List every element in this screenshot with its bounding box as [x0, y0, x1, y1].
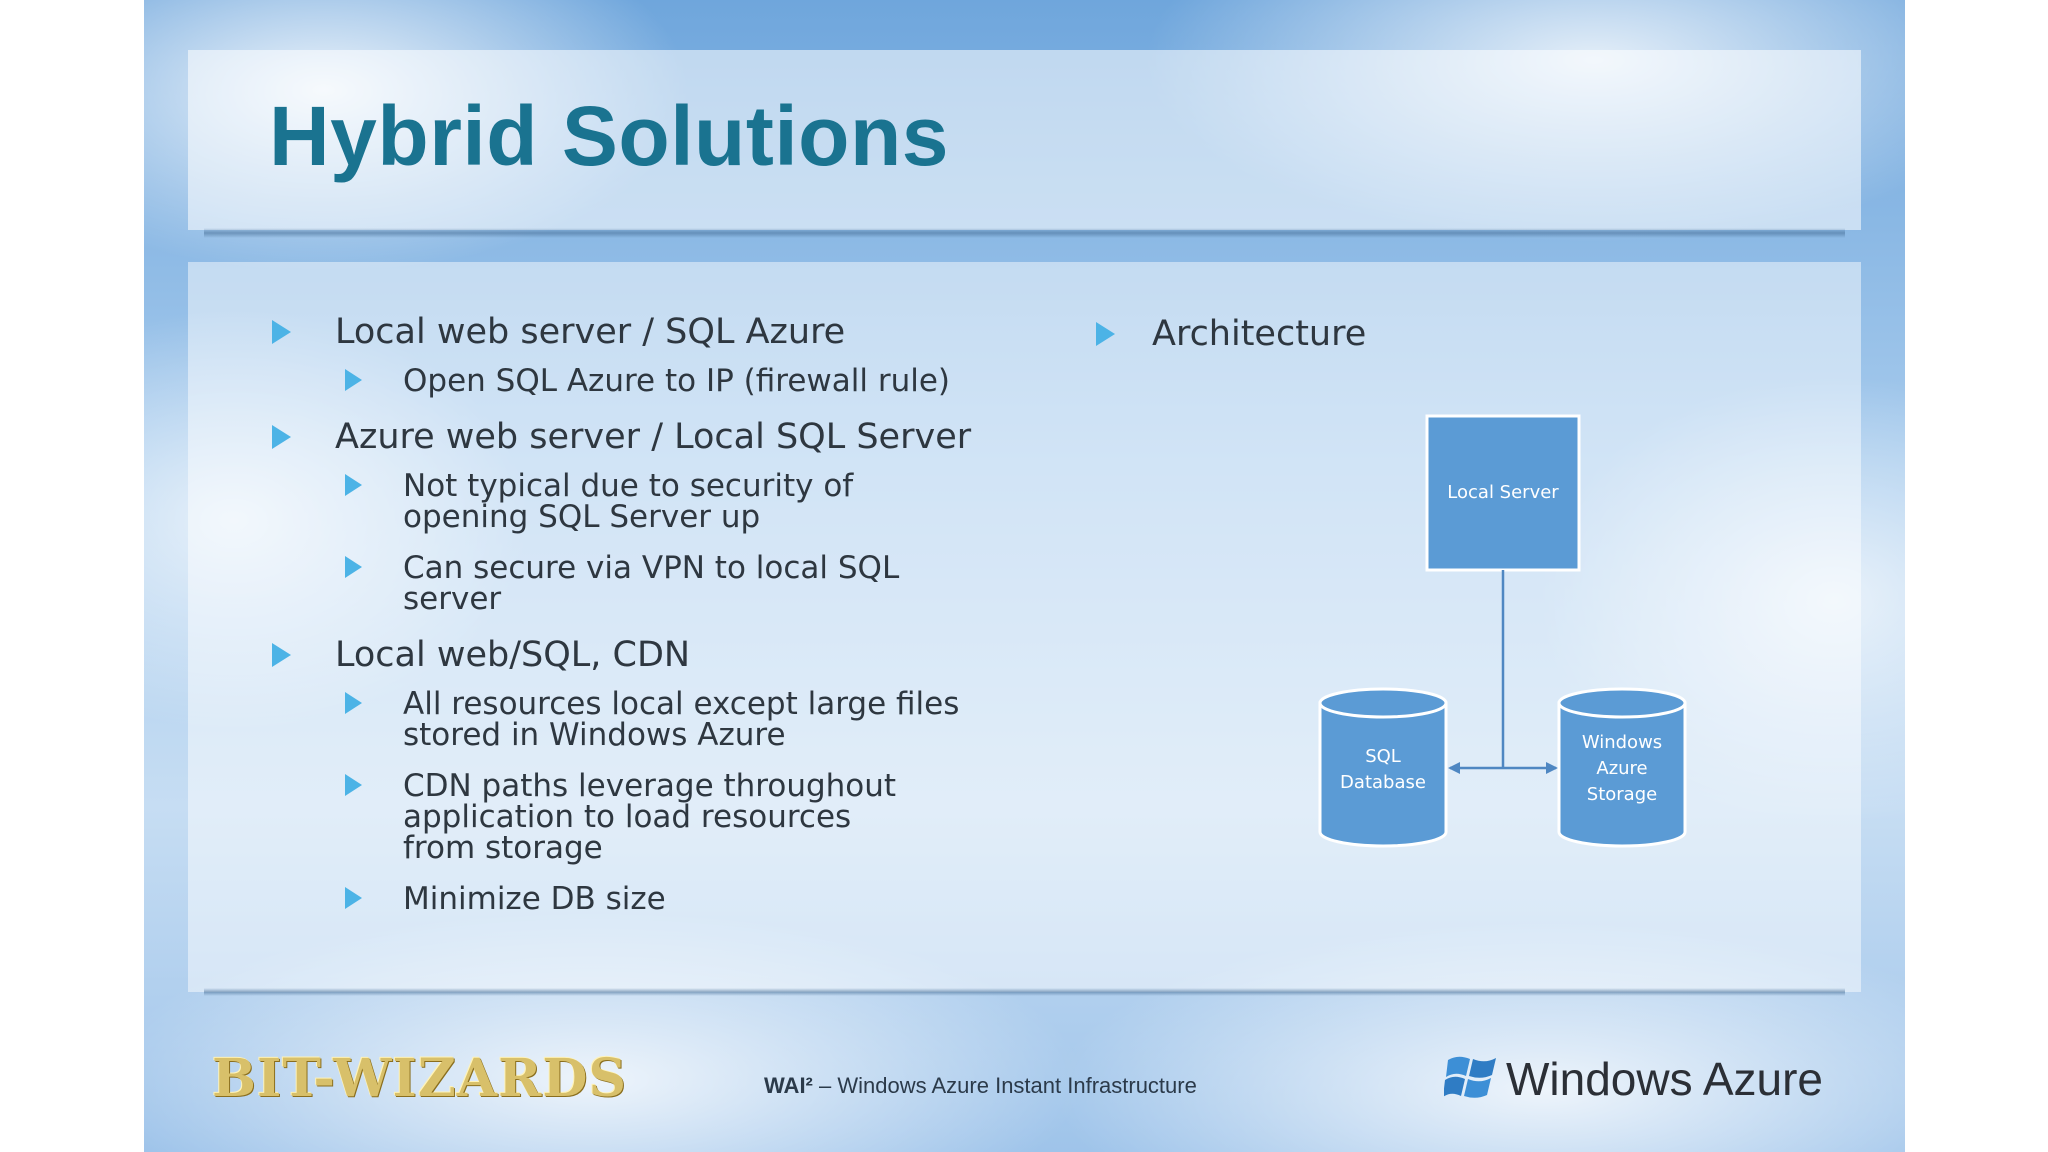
architecture-heading: Architecture	[1096, 314, 1366, 354]
slide: Hybrid Solutions Local web server / SQL …	[144, 0, 1905, 1152]
windows-azure-logo: Windows Azure	[1506, 1053, 1824, 1105]
bullet-item: Local web/SQL, CDN	[268, 635, 1108, 675]
bit-wizards-logo: BIT-WIZARDS	[212, 1048, 627, 1109]
sub-bullet-item: Open SQL Azure to IP (firewall rule)	[268, 366, 1108, 397]
triangle-bullet-icon	[345, 692, 362, 714]
triangle-bullet-icon	[1096, 322, 1115, 346]
triangle-bullet-icon	[345, 887, 362, 909]
sub-bullet-item: All resources local except large files s…	[268, 689, 963, 751]
body-panel	[188, 262, 1861, 992]
triangle-bullet-icon	[272, 320, 291, 344]
title-divider	[204, 228, 1845, 238]
triangle-bullet-icon	[345, 474, 362, 496]
bullet-item: Azure web server / Local SQL Server	[268, 417, 1108, 457]
bullet-item: Local web server / SQL Azure	[268, 312, 1108, 352]
bullet-list: Local web server / SQL Azure Open SQL Az…	[268, 312, 1108, 935]
footer-tagline: WAI² – Windows Azure Instant Infrastruct…	[764, 1073, 1197, 1098]
sub-bullet-item: Minimize DB size	[268, 884, 1108, 915]
sub-bullet-item: Can secure via VPN to local SQL server	[268, 553, 923, 615]
title-panel	[188, 50, 1861, 230]
sub-bullet-item: Not typical due to security of opening S…	[268, 471, 923, 533]
windows-flag-icon	[1444, 1056, 1496, 1098]
triangle-bullet-icon	[272, 643, 291, 667]
triangle-bullet-icon	[345, 369, 362, 391]
triangle-bullet-icon	[345, 774, 362, 796]
footer-divider	[204, 988, 1845, 996]
triangle-bullet-icon	[345, 556, 362, 578]
triangle-bullet-icon	[272, 425, 291, 449]
slide-title: Hybrid Solutions	[269, 89, 949, 183]
sub-bullet-item: CDN paths leverage throughout applicatio…	[268, 771, 923, 864]
